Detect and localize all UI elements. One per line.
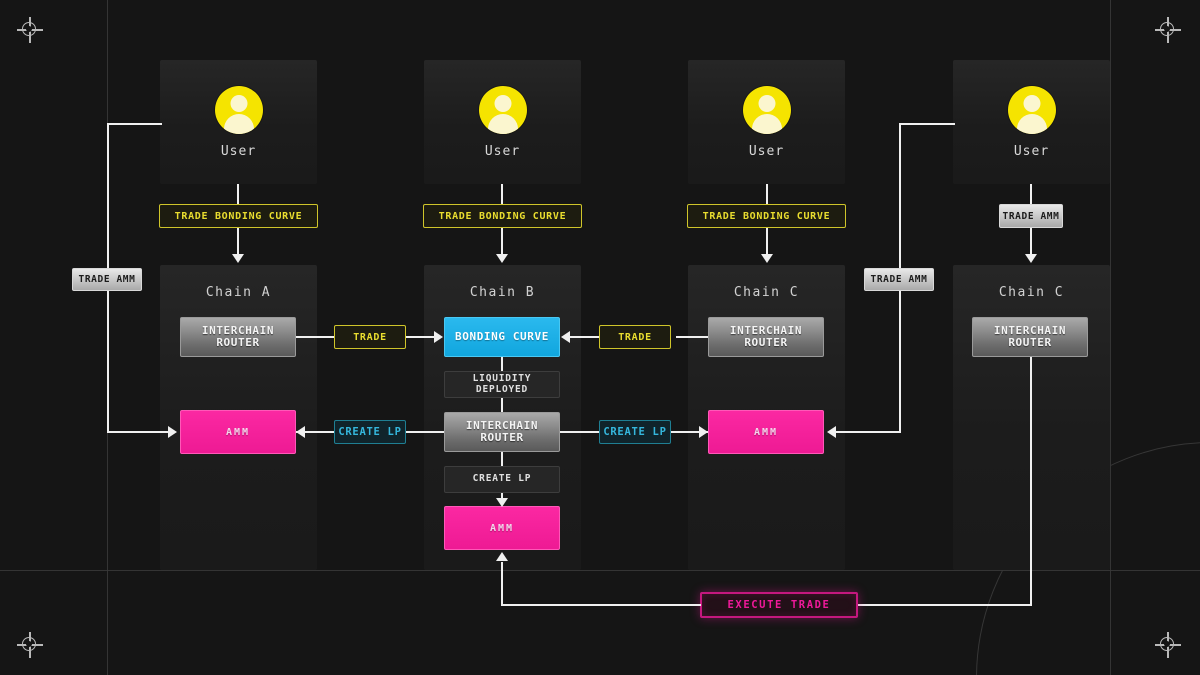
wire-user-c-to-action [766,184,768,206]
node-amm-a[interactable]: AMM [180,410,296,454]
arrowhead-into-chain-b [496,254,508,263]
wire-trade-to-bonding-b-left [406,336,436,338]
crosshair-marker-bottom-left-icon [17,632,43,658]
background-gridline-horizontal [0,570,1200,571]
wire-createlp-left-to-amm-a [296,431,334,433]
node-amm-c[interactable]: AMM [708,410,824,454]
node-bonding-curve-b[interactable]: BONDING CURVE [444,317,560,357]
arrowhead-into-bonding-b-left [434,331,443,343]
arrowhead-into-bonding-b-right [561,331,570,343]
action-label-trade-bonding-curve-a[interactable]: TRADE BONDING CURVE [159,204,318,228]
edge-label-trade-amm-left[interactable]: TRADE AMM [72,268,142,291]
wire-createlp-right-to-amm-c [671,431,708,433]
wire-right-rail-to-amm-c [834,431,901,433]
wire-user-b-to-action [501,184,503,206]
chain-title-a: Chain A [205,285,272,300]
edge-label-create-lp-right[interactable]: CREATE LP [599,420,671,444]
user-card-b: User [424,60,581,184]
wire-bonding-b-to-trade-right [570,336,599,338]
user-label-c: User [748,143,785,159]
arrowhead-createlp-to-amm-b [496,498,508,507]
user-card-a: User [160,60,317,184]
chain-title-b: Chain B [469,285,536,300]
wire-liquidity-to-router-b [501,398,503,412]
wire-createlp-to-amm-b [501,493,503,499]
wire-action-d-to-chain [1030,228,1032,256]
node-interchain-router-c[interactable]: INTERCHAIN ROUTER [708,317,824,357]
chain-title-c: Chain C [733,285,800,300]
wire-user-a-to-left-rail [107,123,162,125]
node-create-lp-b[interactable]: CREATE LP [444,466,560,493]
wire-trade-to-router-c [676,336,708,338]
wire-user-a-to-action [237,184,239,206]
user-label-b: User [484,143,521,159]
user-avatar-icon [1007,85,1056,134]
action-label-trade-amm-d[interactable]: TRADE AMM [999,204,1063,228]
action-label-trade-bonding-curve-b[interactable]: TRADE BONDING CURVE [423,204,582,228]
user-label-d: User [1013,143,1050,159]
background-gridline-vertical-right [1110,0,1111,675]
arrowhead-into-chain-c [761,254,773,263]
arrowhead-into-amm-c-from-createlp [699,426,708,438]
user-card-d: User [953,60,1110,184]
user-card-c: User [688,60,845,184]
wire-user-d-to-right-rail [899,123,955,125]
node-interchain-router-d[interactable]: INTERCHAIN ROUTER [972,317,1088,357]
wire-router-a-to-trade [296,336,334,338]
arrowhead-into-amm-a-from-left-rail [168,426,177,438]
node-interchain-router-b[interactable]: INTERCHAIN ROUTER [444,412,560,452]
edge-label-trade-right[interactable]: TRADE [599,325,671,349]
crosshair-marker-bottom-right-icon [1155,632,1181,658]
action-label-trade-bonding-curve-c[interactable]: TRADE BONDING CURVE [687,204,846,228]
node-liquidity-deployed-b[interactable]: LIQUIDITY DEPLOYED [444,371,560,398]
wire-router-to-createlp-b [501,452,503,466]
arrowhead-into-amm-b-from-execute [496,552,508,561]
node-interchain-router-a[interactable]: INTERCHAIN ROUTER [180,317,296,357]
wire-bonding-to-liquidity-b [501,357,503,371]
edge-label-execute-trade[interactable]: EXECUTE TRADE [700,592,858,618]
arrowhead-into-chain-d [1025,254,1037,263]
arrowhead-into-amm-c-from-right-rail [827,426,836,438]
wire-execute-trade-to-left [501,604,701,606]
crosshair-marker-top-right-icon [1155,17,1181,43]
wire-action-c-to-chain [766,228,768,256]
wire-action-b-to-chain [501,228,503,256]
wire-execute-up-to-amm-b [501,562,503,606]
node-amm-b[interactable]: AMM [444,506,560,550]
wire-execute-trade-to-right [856,604,1031,606]
wire-left-rail-to-amm-a [107,431,173,433]
chain-title-d: Chain C [998,285,1065,300]
arrowhead-into-amm-a [296,426,305,438]
edge-label-trade-amm-right[interactable]: TRADE AMM [864,268,934,291]
wire-router-b-to-createlp-left [406,431,444,433]
edge-label-create-lp-left[interactable]: CREATE LP [334,420,406,444]
arrowhead-into-chain-a [232,254,244,263]
wire-router-b-to-createlp-right [560,431,599,433]
user-avatar-icon [742,85,791,134]
crosshair-marker-top-left-icon [17,17,43,43]
user-avatar-icon [478,85,527,134]
wire-action-a-to-chain [237,228,239,256]
user-avatar-icon [214,85,263,134]
edge-label-trade-left[interactable]: TRADE [334,325,406,349]
user-label-a: User [220,143,257,159]
wire-router-d-down-to-execute [1030,357,1032,606]
wire-user-d-to-action [1030,184,1032,206]
